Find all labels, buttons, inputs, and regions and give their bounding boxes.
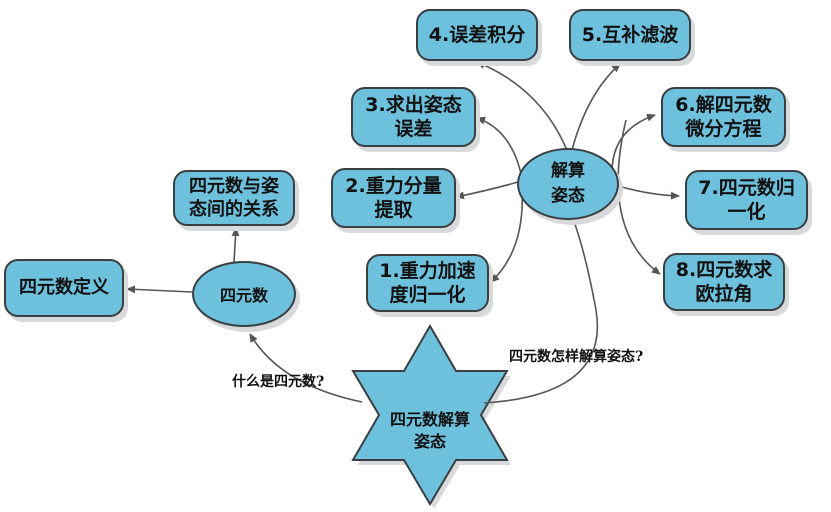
node-gravity-normalize-line2: 度归一化 xyxy=(389,284,466,306)
star-node-line2: 姿态 xyxy=(413,431,446,451)
node-quaternion-diff-eq-line1: 6.解四元数 xyxy=(675,93,772,116)
node-quaternion-normalize-line1: 7.四元数归 xyxy=(698,176,795,199)
node-complementary-filter-label: 5.互补滤波 xyxy=(581,23,679,46)
node-quaternion-diff-eq[interactable]: 6.解四元数 微分方程 xyxy=(661,87,786,147)
node-gravity-component[interactable]: 2.重力分量 提取 xyxy=(331,168,456,228)
node-gravity-component-line1: 2.重力分量 xyxy=(345,174,442,197)
node-quaternion-definition-label: 四元数定义 xyxy=(19,277,109,299)
node-euler-angles[interactable]: 8.四元数求 欧拉角 xyxy=(663,253,785,311)
node-gravity-component-line2: 提取 xyxy=(374,199,413,221)
star-node-line1: 四元数解算 xyxy=(389,410,470,429)
node-quaternion-diff-eq-line2: 微分方程 xyxy=(685,118,762,140)
edge-center-to-n7 xyxy=(617,185,680,200)
node-attitude-error[interactable]: 3.求出姿态 误差 xyxy=(351,87,476,147)
center-node-line2: 姿态 xyxy=(551,186,585,206)
node-quaternion-attitude-relation-line2: 态间的关系 xyxy=(189,199,279,220)
node-quaternion-normalize[interactable]: 7.四元数归 一化 xyxy=(685,170,808,230)
left-center-node[interactable]: 四元数 xyxy=(192,261,296,327)
node-gravity-normalize[interactable]: 1.重力加速 度归一化 xyxy=(366,254,489,312)
edge-center-to-n2 xyxy=(455,181,519,200)
center-node[interactable]: 解算 姿态 xyxy=(517,148,619,220)
node-quaternion-normalize-line2: 一化 xyxy=(727,201,766,223)
edge-label-how-quaternion-solves: 四元数怎样解算姿态? xyxy=(509,349,644,365)
edge-center-to-n3 xyxy=(476,116,523,179)
node-quaternion-attitude-relation-line1: 四元数与姿 xyxy=(189,175,279,197)
node-quaternion-definition[interactable]: 四元数定义 xyxy=(4,259,124,317)
edge-star-to-left-center xyxy=(249,333,363,403)
node-euler-angles-line1: 8.四元数求 xyxy=(675,258,773,281)
left-center-node-label: 四元数 xyxy=(219,286,268,305)
node-quaternion-attitude-relation[interactable]: 四元数与姿 态间的关系 xyxy=(173,170,295,226)
edge-center-to-n1 xyxy=(490,189,524,283)
edge-star-to-center xyxy=(483,215,599,404)
node-attitude-error-line1: 3.求出姿态 xyxy=(365,93,462,116)
node-error-integration[interactable]: 4.误差积分 xyxy=(416,9,538,61)
edge-label-what-is-quaternion: 什么是四元数? xyxy=(232,374,325,390)
center-node-line1: 解算 xyxy=(551,161,585,182)
node-complementary-filter[interactable]: 5.互补滤波 xyxy=(569,9,691,61)
edge-center-to-n5 xyxy=(569,63,621,159)
edge-left-center-to-relation xyxy=(231,227,240,263)
node-gravity-normalize-line1: 1.重力加速 xyxy=(379,259,476,282)
node-euler-angles-line2: 欧拉角 xyxy=(695,283,753,305)
edge-center-to-n4 xyxy=(476,61,571,159)
star-shape[interactable] xyxy=(351,324,509,506)
edge-left-center-to-definition xyxy=(126,285,193,294)
edge-center-to-n8 xyxy=(617,119,661,275)
star-node-label[interactable]: 四元数解算 姿态 xyxy=(374,409,486,452)
node-error-integration-label: 4.误差积分 xyxy=(428,23,526,46)
node-attitude-error-line2: 误差 xyxy=(394,118,433,140)
